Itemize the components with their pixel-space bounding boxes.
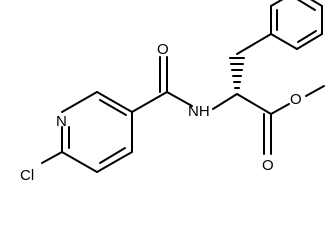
bond (270, 33, 298, 50)
amide-oxygen-label: O (157, 41, 169, 58)
bond (131, 91, 168, 113)
ester-carbonyl-oxygen-label: O (262, 157, 274, 174)
bond (296, 0, 316, 11)
bond (305, 85, 325, 97)
ester-oxygen-label: O (290, 91, 302, 108)
molecule-structure: Cl N O NH O O (20, 0, 325, 184)
stereo-hash-bond (229, 57, 245, 89)
amide-group (131, 56, 193, 113)
bond (297, 30, 317, 43)
chlorine-label: Cl (20, 167, 34, 184)
bond (61, 151, 98, 173)
bond (236, 33, 272, 55)
phenyl-ring (270, 0, 323, 50)
bond (96, 151, 133, 173)
bond (296, 33, 323, 50)
structure-canvas: Cl N O NH O O (20, 0, 325, 184)
ester-group (212, 85, 325, 155)
pyridine-nitrogen-label: N (56, 113, 67, 130)
bond (166, 91, 193, 107)
bond (61, 91, 98, 113)
bond (99, 147, 126, 164)
amide-nitrogen-label: NH (188, 103, 210, 120)
bond (310, 0, 323, 7)
bond (99, 99, 127, 116)
bond (96, 91, 133, 113)
bond (212, 93, 238, 110)
bond (41, 151, 63, 164)
pyridine-ring (61, 91, 133, 173)
bond (270, 103, 290, 115)
bond (270, 0, 284, 7)
bond (236, 93, 272, 115)
